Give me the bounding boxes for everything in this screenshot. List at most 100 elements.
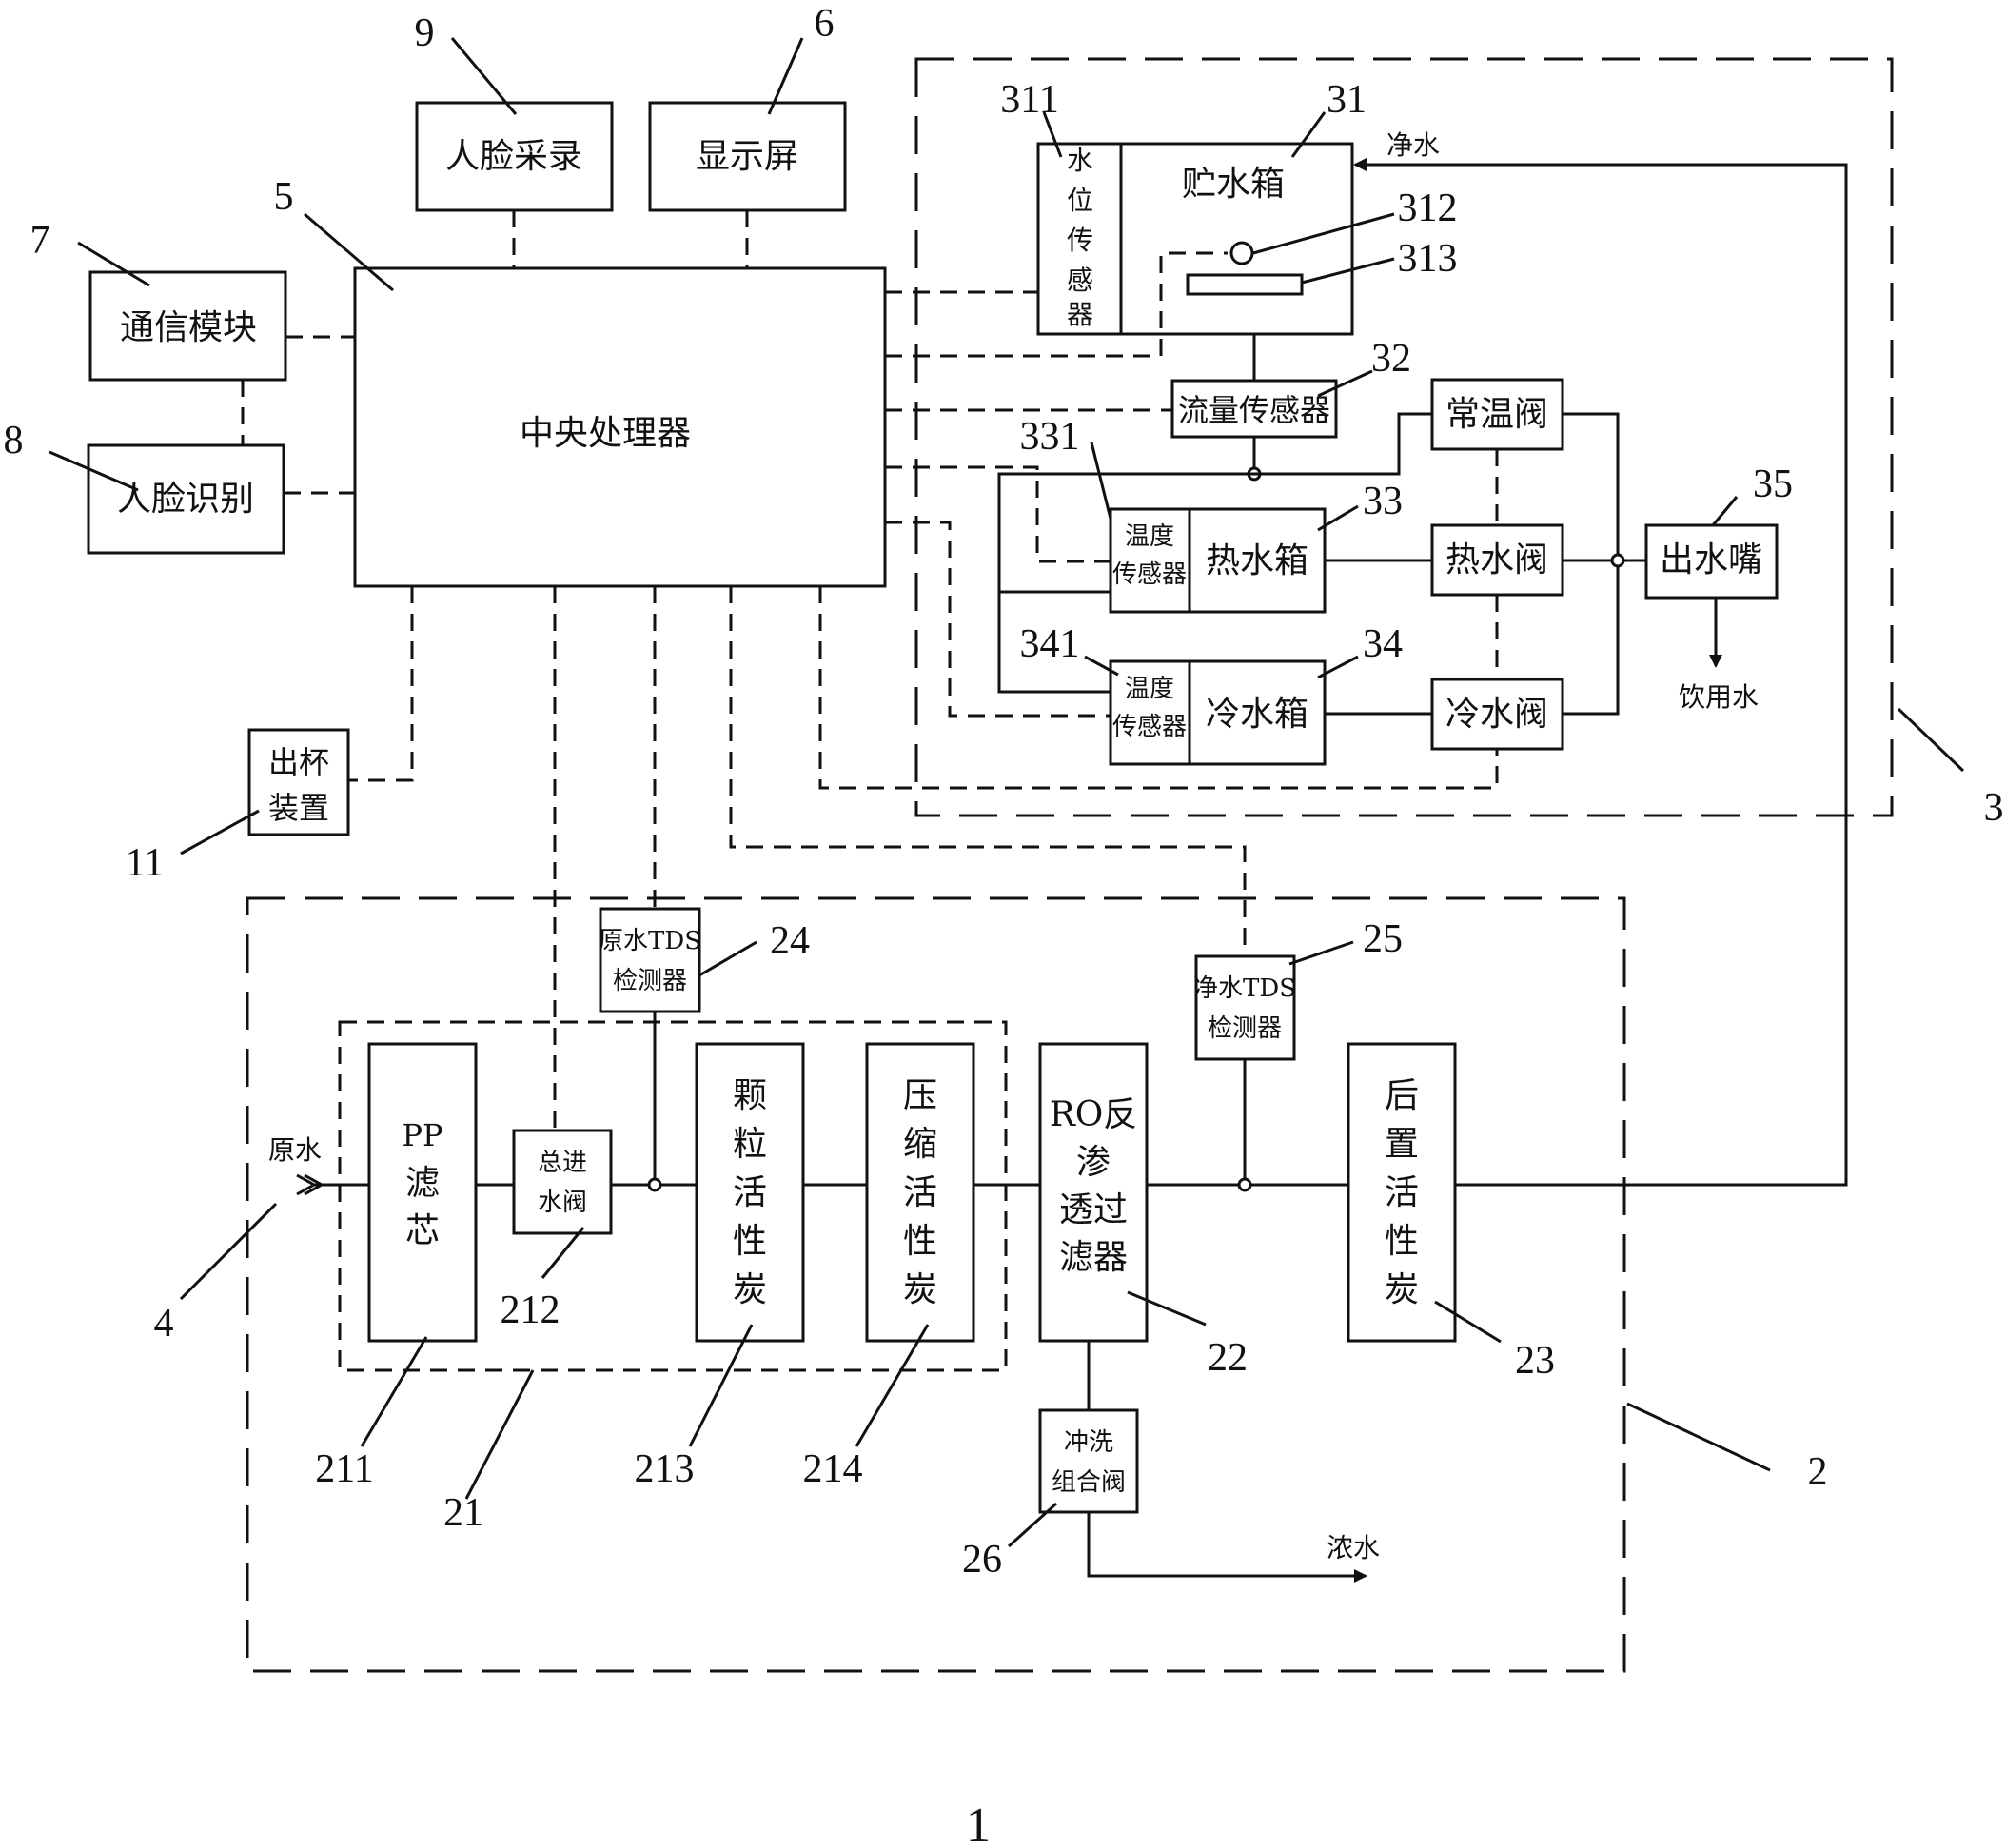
leader-line — [304, 212, 394, 292]
level-sensor-char: 传 — [1067, 225, 1093, 256]
ref-numeral: 8 — [4, 419, 24, 462]
ctrl-float — [885, 251, 1228, 358]
ref-numeral: 341 — [1020, 622, 1080, 666]
ref-numeral: 22 — [1208, 1336, 1248, 1380]
ro-filter-text: RO反 渗 透过 滤器 — [1050, 1095, 1138, 1277]
granular-carbon-char: 活 — [733, 1173, 767, 1212]
purify-unit-boundary — [246, 896, 1626, 1673]
float-element — [1229, 241, 1254, 265]
leader-line — [179, 1202, 278, 1301]
leader-line — [688, 1324, 754, 1447]
ref-numeral: 33 — [1363, 480, 1403, 523]
ro-filter-char: RO反 — [1050, 1095, 1138, 1134]
ctrl-valves — [818, 586, 1499, 790]
ref-numeral: 32 — [1371, 337, 1411, 381]
cpu-label: 中央处理器 — [520, 414, 691, 453]
post-carbon-char: 炭 — [1385, 1270, 1419, 1309]
outlet-box — [1644, 523, 1779, 600]
raw-tds-box — [599, 907, 701, 1013]
cold-temp-label-2: 传感器 — [1112, 713, 1187, 741]
compressed-carbon-char: 压 — [903, 1076, 937, 1115]
outlet-junction-node — [1610, 553, 1625, 568]
cold-tank-label: 冷水箱 — [1206, 695, 1308, 734]
leader-line — [1090, 442, 1112, 520]
granular-carbon-char: 炭 — [733, 1270, 767, 1309]
ref-numeral: 212 — [501, 1288, 560, 1332]
ref-numeral: 4 — [154, 1302, 174, 1346]
leader-line — [464, 1369, 535, 1500]
ref-numeral: 25 — [1363, 917, 1403, 961]
compressed-carbon-char: 活 — [903, 1173, 937, 1212]
ref-numeral: 11 — [126, 841, 164, 885]
leader-line — [541, 1227, 585, 1279]
leader-line — [450, 37, 518, 115]
level-sensor-char: 感 — [1067, 265, 1093, 296]
ref-numeral: 34 — [1363, 622, 1403, 666]
outlet-label: 出水嘴 — [1660, 541, 1762, 580]
hot-valve-label: 热水阀 — [1446, 541, 1548, 580]
ctrl-clean-tds — [729, 586, 1247, 956]
pipe-to-normal-valve — [1254, 412, 1432, 476]
ro-filter-char: 透过 — [1059, 1190, 1128, 1229]
flush-valve-label-2: 组合阀 — [1052, 1468, 1126, 1497]
ref-numeral: 6 — [815, 2, 835, 46]
ref-numeral: 211 — [315, 1447, 373, 1491]
raw-tds-junction-node — [647, 1177, 662, 1192]
leader-line — [767, 37, 804, 115]
link-cup — [348, 586, 414, 782]
raw-tds-label-1: 原水TDS — [599, 927, 701, 955]
level-sensor-text: 水 位 传 感 器 — [1067, 145, 1093, 330]
ctrl-cold-temp — [885, 521, 1111, 718]
granular-carbon-text: 颗 粒 活 性 炭 — [733, 1076, 767, 1309]
post-carbon-char: 后 — [1385, 1076, 1419, 1115]
normal-valve-box — [1430, 378, 1564, 451]
ref-numeral: 35 — [1753, 462, 1793, 506]
clean-tds-box — [1194, 954, 1296, 1061]
inlet-valve-label-2: 水阀 — [538, 1189, 587, 1217]
flow-sensor-label: 流量传感器 — [1178, 392, 1330, 428]
ref-numeral: 2 — [1808, 1450, 1828, 1494]
leader-line — [1007, 1502, 1058, 1548]
clean-tds-label-1: 净水TDS — [1193, 974, 1296, 1003]
leader-line — [1897, 707, 1965, 773]
level-sensor-char: 位 — [1067, 185, 1093, 216]
ref-numeral: 3 — [1984, 786, 2004, 830]
granular-carbon-char: 颗 — [733, 1076, 767, 1115]
compressed-carbon-box — [865, 1042, 975, 1343]
leader-line — [49, 450, 139, 492]
cold-valve-label: 冷水阀 — [1446, 695, 1548, 734]
display-box — [648, 101, 847, 212]
ref-numeral: 5 — [274, 175, 294, 219]
ref-numeral: 313 — [1398, 237, 1458, 281]
figure-number: 1 — [966, 1799, 991, 1848]
leader-line — [1301, 257, 1395, 285]
clean-tds-label-2: 检测器 — [1208, 1014, 1282, 1043]
ref-numeral: 312 — [1398, 187, 1458, 230]
leader-line — [77, 241, 150, 287]
hot-temp-label-2: 传感器 — [1112, 560, 1187, 589]
heating-element — [1186, 273, 1304, 296]
flush-valve-label-1: 冲洗 — [1064, 1428, 1113, 1457]
concentrate-arrow — [1087, 1512, 1367, 1583]
hot-temp-label-1: 温度 — [1125, 522, 1174, 551]
post-carbon-text: 后 置 活 性 炭 — [1385, 1076, 1419, 1309]
leader-line — [1626, 1402, 1771, 1472]
ref-numeral: 213 — [635, 1447, 695, 1491]
compressed-carbon-char: 缩 — [903, 1125, 937, 1164]
raw-tds-label-2: 检测器 — [613, 967, 687, 995]
compressed-carbon-text: 压 缩 活 性 炭 — [903, 1076, 937, 1309]
display-label: 显示屏 — [696, 137, 798, 176]
flush-valve-box — [1038, 1408, 1139, 1514]
face-capture-box — [415, 101, 614, 212]
pp-filter-box — [367, 1042, 478, 1343]
leader-line — [360, 1336, 428, 1447]
cup-label-2: 装置 — [268, 790, 329, 826]
face-recog-label: 人脸识别 — [117, 480, 254, 519]
leader-line — [1084, 655, 1119, 677]
granular-carbon-char: 性 — [733, 1222, 767, 1261]
ref-numeral: 31 — [1327, 78, 1367, 122]
ref-numeral: 24 — [770, 919, 810, 963]
leader-line — [1252, 212, 1395, 255]
leader-lines — [49, 37, 1965, 1548]
